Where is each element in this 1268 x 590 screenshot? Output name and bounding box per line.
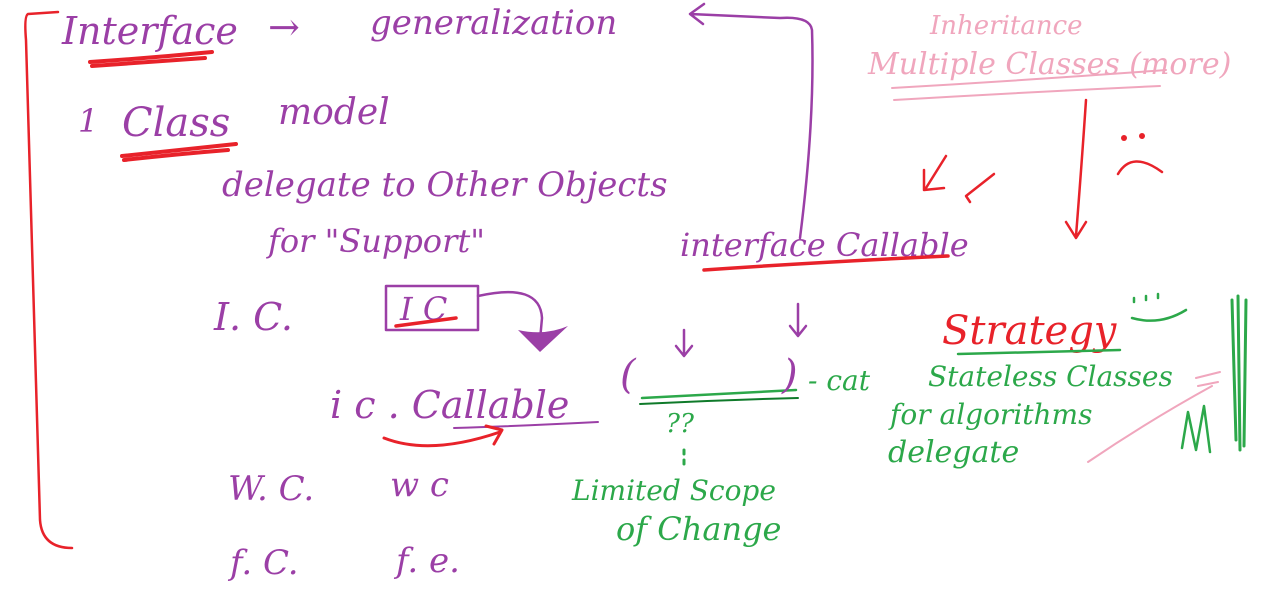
call-blank-line bbox=[640, 388, 798, 400]
box-ic bbox=[384, 284, 480, 332]
note-for-support: for "Support" bbox=[266, 222, 485, 260]
arrowhead-box-to-callable bbox=[518, 326, 568, 352]
red-arrow-down-right bbox=[1064, 98, 1088, 240]
red-arrow-to-callable bbox=[922, 154, 948, 192]
small-down-arrow bbox=[674, 328, 694, 358]
note-inheritance: Inheritance bbox=[929, 11, 1083, 41]
arrow-box-to-callable bbox=[476, 290, 544, 342]
underline-callable bbox=[453, 421, 599, 429]
underline-interface bbox=[88, 50, 214, 68]
call-open-paren: ( bbox=[620, 352, 637, 398]
note-dash-cat: - cat bbox=[808, 364, 871, 397]
green-scribble bbox=[1180, 294, 1248, 454]
call-close-paren: ) bbox=[781, 352, 798, 398]
note-one: 1 bbox=[78, 102, 98, 140]
note-fe-lower: f. e. bbox=[393, 541, 460, 581]
note-fc-label: f. C. bbox=[227, 543, 299, 583]
note-delegate-green: delegate bbox=[888, 435, 1019, 470]
pink-underline-1 bbox=[891, 69, 1167, 101]
note-wc-lower: w c bbox=[390, 465, 449, 505]
pink-dashes bbox=[1195, 371, 1221, 387]
arrow-right-glyph: → bbox=[268, 5, 300, 49]
arrow-to-generalization bbox=[688, 2, 814, 240]
note-delegate-line: delegate to Other Objects bbox=[222, 165, 668, 205]
note-of-change: of Change bbox=[616, 510, 781, 548]
left-bracket bbox=[24, 10, 74, 550]
call-blank-line-dark bbox=[639, 397, 799, 405]
note-wc-label: W. C. bbox=[228, 469, 314, 509]
note-strategy: Strategy bbox=[942, 308, 1118, 354]
red-tick-1 bbox=[964, 172, 996, 204]
note-class: Class bbox=[122, 100, 230, 146]
note-interface: Interface bbox=[61, 9, 238, 53]
underline-boxed-ic bbox=[394, 316, 458, 328]
sad-face-icon bbox=[1116, 133, 1164, 176]
note-multiple-classes: Multiple Classes (more) bbox=[867, 47, 1231, 82]
note-question-marks: ?? bbox=[666, 409, 695, 439]
note-ic-callable: i c . Callable bbox=[330, 383, 569, 427]
note-generalization: generalization bbox=[370, 3, 617, 43]
pink-slash bbox=[1087, 385, 1213, 463]
note-ic-label: I. C. bbox=[213, 295, 293, 339]
note-for-algorithms: for algorithms bbox=[888, 398, 1092, 431]
down-arrow-mid bbox=[788, 302, 808, 338]
underline-strategy bbox=[956, 348, 1122, 356]
red-hook-arrow bbox=[382, 424, 504, 448]
underline-interface-callable bbox=[702, 254, 950, 272]
note-stateless-classes: Stateless Classes bbox=[928, 360, 1173, 393]
note-limited-scope: Limited Scope bbox=[571, 474, 776, 507]
note-model: model bbox=[278, 92, 390, 133]
underline-class bbox=[120, 142, 238, 162]
happy-face-icon bbox=[1130, 292, 1188, 322]
